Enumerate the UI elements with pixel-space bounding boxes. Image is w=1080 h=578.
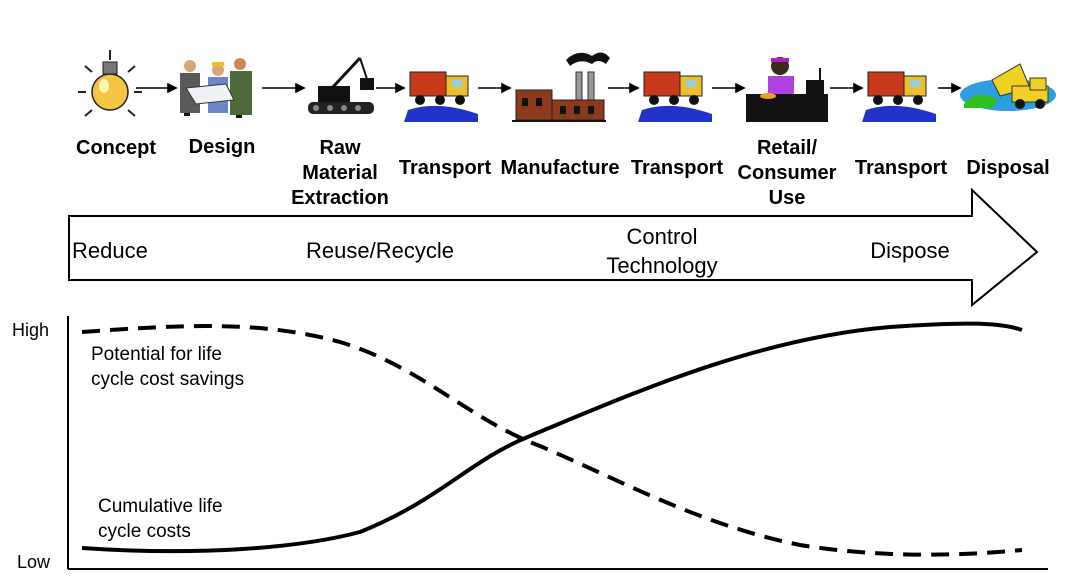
lightbulb-icon — [78, 50, 142, 117]
strategy-arrow — [68, 187, 1039, 308]
retail-clerk-icon — [746, 57, 828, 122]
strategy-label-reuse-recycle: Reuse/Recycle — [306, 238, 454, 263]
stage-label-disposal: Disposal — [966, 157, 1050, 179]
y-axis-low-label: Low — [17, 552, 51, 572]
stage-label-raw-material-extraction: Raw Material Extraction — [291, 137, 389, 209]
graph-axes — [67, 316, 1048, 570]
truck-icon — [862, 71, 936, 122]
dump-truck-icon — [960, 63, 1056, 111]
potential-savings-curve — [81, 324, 1023, 557]
strategy-label-dispose: Dispose — [870, 238, 950, 263]
factory-icon — [512, 52, 610, 122]
designers-icon — [180, 58, 252, 118]
stage-connectors — [136, 82, 962, 94]
strategy-label-control-technology: Control Technology — [606, 224, 718, 278]
stage-label-manufacture: Manufacture — [500, 157, 620, 179]
truck-icon — [404, 71, 478, 122]
stage-label-design: Design — [188, 136, 256, 158]
cumulative-costs-label: Cumulative life cycle costs — [98, 496, 223, 542]
potential-savings-label: Potential for life cycle cost savings — [91, 344, 245, 390]
excavator-icon — [308, 56, 374, 114]
cumulative-costs-curve — [81, 321, 1023, 554]
stage-label-transport: Transport — [854, 157, 948, 179]
stage-label-concept: Concept — [76, 137, 156, 159]
stage-label-transport: Transport — [630, 157, 724, 179]
strategy-label-reduce: Reduce — [72, 238, 148, 263]
truck-icon — [638, 71, 712, 122]
stage-label-transport: Transport — [398, 157, 492, 179]
stage-label-retail-consumer-use: Retail/ Consumer Use — [737, 137, 837, 209]
y-axis-high-label: High — [12, 320, 50, 340]
